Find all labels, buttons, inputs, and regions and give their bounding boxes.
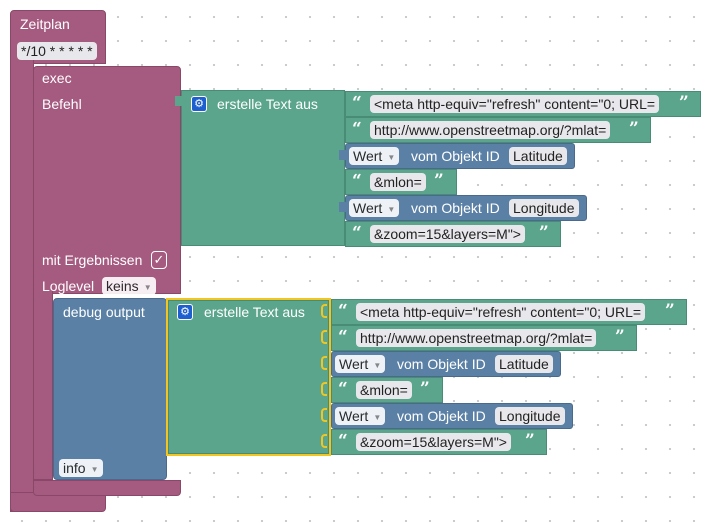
text-field-zoom[interactable]: &zoom=15&layers=M"> [356, 433, 511, 451]
gear-icon[interactable]: ⚙ [177, 304, 193, 320]
chevron-down-icon: ▼ [373, 413, 382, 422]
schedule-block-spine [10, 60, 34, 512]
mit-ergebnissen-label: mit Ergebnissen [42, 252, 143, 268]
open-quote: “ [338, 431, 348, 451]
text-join-title: erstelle Text aus [217, 96, 318, 112]
open-quote: “ [352, 223, 362, 243]
object-id-longitude[interactable]: Longitude [495, 407, 565, 425]
close-quote: ” [420, 379, 430, 399]
debug-output-block[interactable] [53, 298, 167, 480]
connector-tab-selected [321, 356, 327, 370]
connector-tab-selected [321, 330, 327, 344]
connector-tab [339, 150, 347, 160]
connector-tab-selected [321, 434, 327, 448]
befehl-label: Befehl [42, 96, 82, 112]
connector-tab [175, 96, 183, 106]
close-quote: ” [665, 301, 675, 321]
debug-output-title: debug output [63, 304, 145, 320]
cron-field[interactable]: */10 * * * * * [17, 42, 97, 60]
open-quote: “ [338, 327, 348, 347]
vom-objekt-label: vom Objekt ID [411, 200, 500, 216]
wert-dropdown[interactable]: Wert ▼ [335, 355, 386, 373]
text-field-zoom[interactable]: &zoom=15&layers=M"> [370, 225, 525, 243]
wert-label: Wert [353, 200, 383, 216]
open-quote: “ [338, 379, 348, 399]
close-quote: ” [525, 431, 535, 451]
wert-label: Wert [339, 408, 369, 424]
object-id-latitude[interactable]: Latitude [495, 355, 553, 373]
chevron-down-icon: ▼ [373, 361, 382, 370]
mit-ergebnissen-checkbox[interactable]: ✓ [151, 251, 167, 269]
vom-objekt-label: vom Objekt ID [397, 408, 486, 424]
connector-tab-selected [321, 304, 327, 318]
close-quote: ” [615, 327, 625, 347]
exec-block-spine [33, 290, 53, 480]
loglevel-label: Loglevel [42, 278, 95, 294]
text-field-mlon[interactable]: &mlon= [356, 381, 412, 399]
open-quote: “ [338, 301, 348, 321]
schedule-title: Zeitplan [20, 16, 70, 32]
text-field-meta[interactable]: <meta http-equiv="refresh" content="0; U… [370, 95, 660, 113]
debug-level-dropdown[interactable]: info ▼ [59, 459, 103, 477]
wert-dropdown[interactable]: Wert ▼ [349, 199, 400, 217]
wert-dropdown[interactable]: Wert ▼ [349, 147, 400, 165]
close-quote: ” [679, 93, 689, 113]
exec-block-bottom [33, 480, 181, 496]
connector-tab-selected [321, 382, 327, 396]
loglevel-dropdown[interactable]: keins ▼ [102, 277, 156, 295]
chevron-down-icon: ▼ [143, 283, 152, 292]
exec-title: exec [42, 70, 72, 86]
text-join-block-selected[interactable] [166, 298, 331, 456]
text-field-mlon[interactable]: &mlon= [370, 173, 426, 191]
text-field-url[interactable]: http://www.openstreetmap.org/?mlat= [370, 121, 611, 139]
wert-label: Wert [339, 356, 369, 372]
gear-icon[interactable]: ⚙ [191, 96, 207, 112]
close-quote: ” [629, 119, 639, 139]
close-quote: ” [539, 223, 549, 243]
text-join-block[interactable] [181, 90, 345, 246]
text-field-meta[interactable]: <meta http-equiv="refresh" content="0; U… [356, 303, 646, 321]
debug-level-value: info [63, 460, 86, 476]
text-join-title: erstelle Text aus [204, 304, 305, 320]
open-quote: “ [352, 171, 362, 191]
wert-dropdown[interactable]: Wert ▼ [335, 407, 386, 425]
connector-tab [339, 202, 347, 212]
close-quote: ” [434, 171, 444, 191]
object-id-longitude[interactable]: Longitude [509, 199, 579, 217]
chevron-down-icon: ▼ [90, 465, 99, 474]
open-quote: “ [352, 119, 362, 139]
open-quote: “ [352, 93, 362, 113]
chevron-down-icon: ▼ [387, 153, 396, 162]
connector-tab-selected [321, 408, 327, 422]
text-field-url[interactable]: http://www.openstreetmap.org/?mlat= [356, 329, 597, 347]
wert-label: Wert [353, 148, 383, 164]
loglevel-value: keins [106, 278, 139, 294]
chevron-down-icon: ▼ [387, 205, 396, 214]
vom-objekt-label: vom Objekt ID [411, 148, 500, 164]
object-id-latitude[interactable]: Latitude [509, 147, 567, 165]
vom-objekt-label: vom Objekt ID [397, 356, 486, 372]
